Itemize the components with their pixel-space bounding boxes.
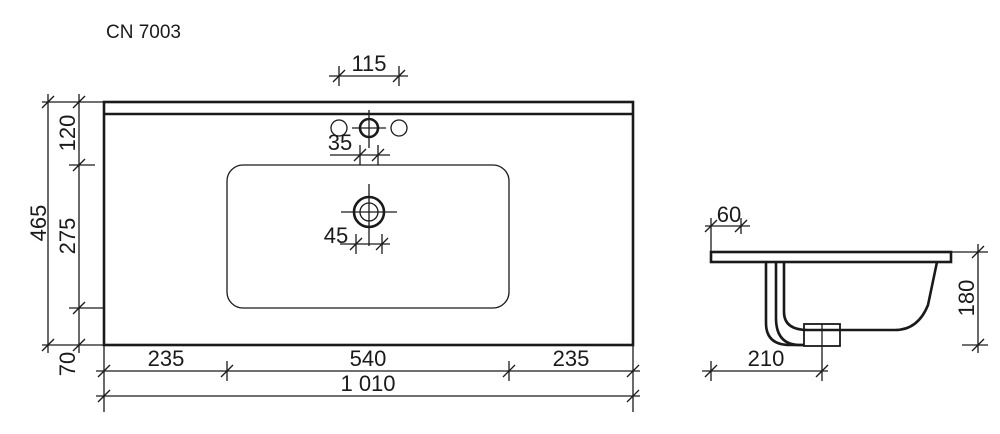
dim-left-margin: 235 (148, 346, 185, 371)
bowl-outline (226, 164, 510, 309)
dim-drain-diameter: 45 (324, 223, 348, 248)
top-view (102, 100, 635, 347)
dim-back-deck: 120 (55, 115, 80, 152)
countertop-outline (102, 100, 635, 347)
dim-total-width: 1 010 (340, 371, 395, 396)
side-drain-pipe (774, 262, 804, 347)
dim-slab-thickness: 60 (717, 202, 741, 227)
side-slab (709, 250, 953, 264)
side-bowl (782, 261, 939, 332)
dim-bowl-width: 540 (350, 346, 387, 371)
dim-bowl-height: 180 (954, 280, 979, 317)
dim-drain-offset: 210 (748, 346, 785, 371)
dim-tap-hole-diameter: 35 (328, 130, 352, 155)
side-view (709, 250, 953, 347)
side-view-dimensions: 60 180 210 (702, 202, 988, 381)
top-view-dimensions: 115 35 45 235 540 235 1 010 (26, 51, 640, 412)
dim-front-edge: 70 (55, 352, 80, 376)
dim-right-margin: 235 (553, 346, 590, 371)
tap-hole-left (330, 119, 348, 137)
tap-hole-right (390, 119, 408, 137)
dim-bowl-depth: 275 (55, 218, 80, 255)
model-label: CN 7003 (106, 22, 181, 43)
dim-tap-hole-spacing: 115 (351, 51, 386, 76)
dim-total-depth: 465 (26, 205, 51, 242)
